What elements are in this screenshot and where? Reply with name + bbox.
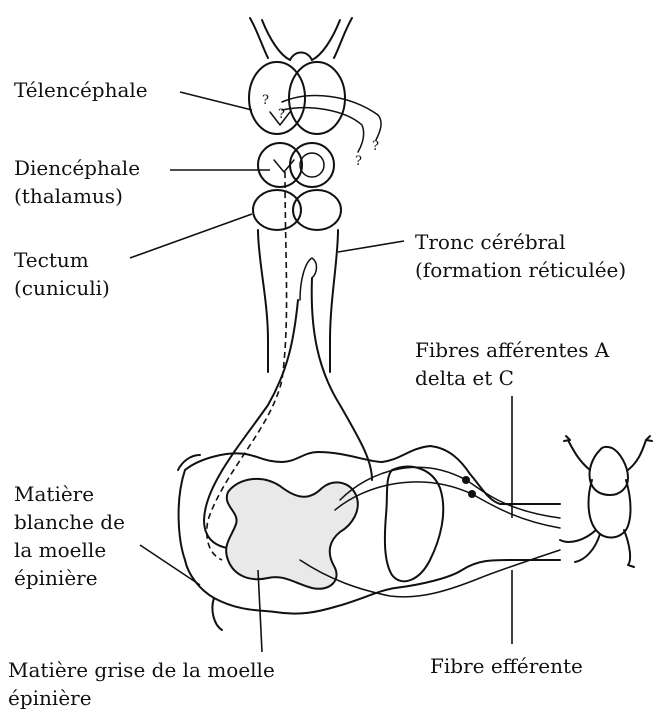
spinal-cord [178,446,560,630]
label-telencephale: Télencéphale [14,78,148,102]
label-epiniere-blanche: épinière [14,566,98,590]
label-tectum: Tectum [14,248,89,272]
efferent-fiber [300,550,560,597]
unknown-pathway-mark-4: ? [355,154,362,169]
frog-icon [560,436,652,567]
label-epiniere-grise: épinière [8,686,92,710]
label-blanche-de: blanche de [14,510,125,534]
unknown-pathway-mark-1: ? [262,93,269,108]
unknown-pathway-mark-3: ? [372,139,379,154]
leader-matiere-blanche [140,545,200,585]
label-fibre-efferente: Fibre efférente [430,654,583,678]
brain: ? ? ? ? [249,18,381,372]
label-la-moelle: la moelle [14,538,106,562]
leader-telencephale [180,92,252,110]
label-diencephale: Diencéphale [14,156,140,180]
diencephalon-right [290,143,334,187]
label-fibres-afferentes: Fibres afférentes A [415,338,609,362]
label-cuniculi: (cuniculi) [14,276,110,300]
label-thalamus: (thalamus) [14,184,123,208]
label-tronc-cerebral: Tronc cérébral [415,230,566,254]
leader-tronc [338,241,404,252]
label-delta-et-c: delta et C [415,366,514,390]
label-formation-reticulee: (formation réticulée) [415,258,626,282]
leader-tectum [130,214,252,258]
label-matiere: Matière [14,482,94,506]
label-matiere-grise: Matière grise de la moelle [8,658,275,682]
grey-matter [226,479,358,589]
